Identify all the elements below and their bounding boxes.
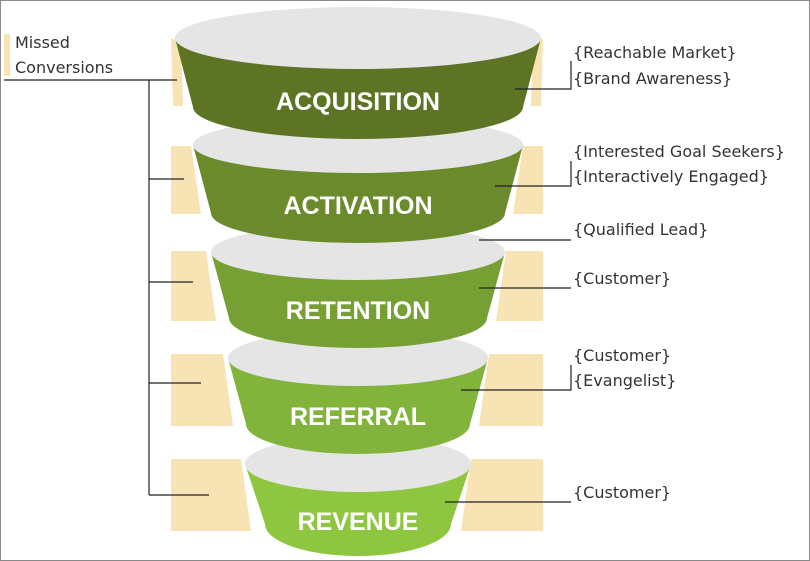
side-panel-left-3 [171, 251, 216, 321]
stage-body-activation [193, 145, 523, 243]
stage-label-acquisition: ACQUISITION [276, 88, 440, 116]
note-revenue-1: {Customer} [573, 483, 671, 502]
missed-connector [4, 79, 209, 496]
note-acquisition-1: {Reachable Market} [573, 43, 737, 62]
stage-label-revenue: REVENUE [298, 508, 419, 536]
stage-rim-revenue [245, 436, 471, 492]
side-panel-left-2 [171, 146, 201, 214]
notes: {Reachable Market} {Brand Awareness} {In… [573, 43, 785, 502]
funnel-stage-revenue: REVENUE [245, 436, 471, 556]
leader-activation [495, 161, 572, 187]
side-panel-left-4 [171, 354, 233, 426]
funnel-stage-acquisition: ACQUISITION [175, 7, 541, 139]
stage-rim-acquisition [175, 7, 541, 69]
funnel-stage-referral: REFERRAL [228, 330, 488, 454]
note-activation-1: {Interested Goal Seekers} [573, 142, 785, 161]
stage-rim-referral [228, 330, 488, 386]
stage-label-retention: RETENTION [286, 297, 430, 325]
leader-acquisition [515, 61, 572, 90]
stage-label-activation: ACTIVATION [283, 192, 432, 220]
missed-label-line2: Conversions [15, 58, 113, 77]
note-retention-1: {Customer} [573, 269, 671, 288]
note-acquisition-2: {Brand Awareness} [573, 69, 732, 88]
note-leaders [445, 61, 572, 503]
note-referral-2: {Evangelist} [573, 371, 676, 390]
stage-label-referral: REFERRAL [290, 403, 426, 431]
side-panel-right-3 [496, 251, 543, 321]
missed-label-line1: Missed [15, 33, 70, 52]
note-activation-2: {Interactively Engaged} [573, 167, 769, 186]
note-between: {Qualified Lead} [573, 220, 708, 239]
missed-marker [4, 34, 10, 76]
leader-referral [461, 365, 572, 391]
side-panel-right-2 [513, 146, 543, 214]
side-panel-left-5 [171, 459, 251, 531]
note-referral-1: {Customer} [573, 346, 671, 365]
side-panel-right-5 [461, 459, 543, 531]
side-panels [171, 39, 543, 531]
